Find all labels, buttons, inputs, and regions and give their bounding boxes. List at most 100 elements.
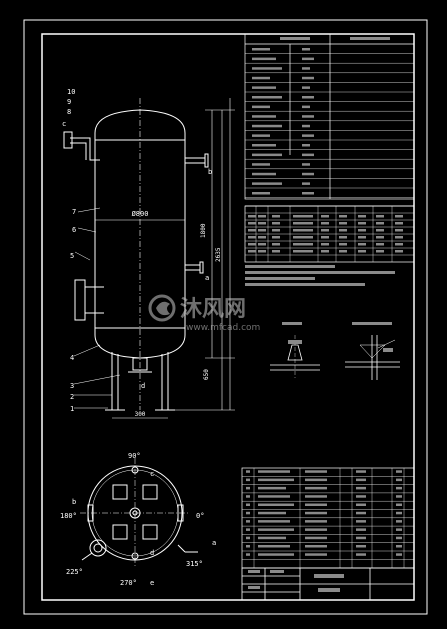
table-cell-text (258, 470, 290, 473)
table-cell-text (376, 222, 384, 225)
table-cell-text (396, 470, 402, 473)
angle-label: 0° (196, 512, 204, 520)
table-cell-text (246, 520, 250, 523)
table-cell-text (305, 553, 327, 556)
height-label-1: 1800 (200, 223, 207, 238)
table-cell-text (252, 182, 282, 185)
table-cell-text (258, 511, 286, 515)
table-cell-text (339, 250, 347, 253)
angle-label: 225° (66, 568, 83, 576)
table-cell-text (258, 243, 266, 246)
table-cell-text (258, 528, 294, 531)
angle-label: 315° (186, 560, 203, 568)
table-cell-text (248, 222, 256, 225)
table-cell-text (293, 236, 313, 239)
table-cell-text (321, 236, 329, 239)
nozzle-table (244, 205, 415, 263)
table-cell-text (272, 215, 280, 218)
nozzle-table-grid (245, 206, 414, 262)
notes-block (245, 265, 395, 286)
table-cell-text (305, 486, 327, 490)
table-cell-text (252, 115, 276, 118)
table-cell-text (258, 536, 286, 540)
table-cell-text (358, 222, 366, 225)
table-cell-text (302, 172, 314, 176)
table-cell-text (302, 144, 310, 147)
table-cell-text (293, 215, 313, 218)
table-cell-text (395, 243, 403, 246)
table-cell-text (321, 215, 329, 218)
table-cell-text (246, 495, 250, 498)
table-cell-text (358, 236, 366, 239)
table-cell-text (302, 115, 314, 118)
table-cell-text (305, 478, 327, 482)
table-cell-text (305, 536, 327, 540)
table-cell-text (356, 511, 366, 515)
table-cell-text (246, 536, 250, 540)
plan-nozzle-label: b (72, 498, 76, 506)
height-label-3: 650 (203, 369, 210, 380)
table-cell-text (252, 144, 276, 147)
table-cell-text (258, 215, 266, 218)
watermark-logo-icon (148, 294, 176, 322)
table-cell-text (272, 250, 280, 253)
design-data-table (244, 33, 415, 200)
table-cell-text (252, 153, 282, 157)
table-cell-text (302, 124, 310, 128)
title-name (314, 574, 344, 578)
table-cell-text (272, 236, 280, 239)
table-cell-text (258, 553, 294, 556)
table-cell-text (305, 511, 327, 515)
table-cell-text (376, 229, 384, 232)
table-cell-text (252, 86, 276, 89)
table-cell-text (252, 48, 270, 51)
table-cell-text (246, 470, 250, 473)
table-cell-text (356, 520, 366, 523)
part-number: 2 (70, 393, 74, 401)
parts-list-cells (246, 470, 402, 556)
table-cell-text (246, 511, 250, 515)
table-cell-text (356, 486, 366, 490)
table-cell-text (321, 229, 329, 232)
table-cell-text (246, 503, 250, 506)
table-cell-text (246, 478, 250, 482)
table-cell-text (376, 250, 384, 253)
plan-nozzle-label: d (150, 549, 154, 557)
watermark-url: www.mfcad.com (186, 323, 260, 333)
table-cell-text (252, 134, 270, 137)
table-cell-text (252, 124, 282, 128)
table-cell-text (396, 520, 402, 523)
plan-view (80, 458, 198, 568)
table-cell-text (246, 553, 250, 556)
detail-view-1 (270, 322, 320, 378)
table-cell-text (376, 236, 384, 239)
table-cell-text (321, 243, 329, 246)
table-cell-text (356, 495, 366, 498)
outer-border (23, 19, 428, 615)
table-cell-text (305, 545, 327, 548)
part-number: 9 (67, 98, 71, 106)
table-cell-text (248, 250, 256, 253)
table-cell-text (395, 215, 403, 218)
table-cell-text (252, 163, 270, 166)
table-cell-text (258, 250, 266, 253)
table-cell-text (356, 553, 366, 556)
table-cell-text (258, 503, 294, 506)
angle-label: 90° (128, 452, 141, 460)
table-cell-text (302, 134, 314, 137)
table-cell-text (252, 67, 282, 70)
table-cell-text (339, 236, 347, 239)
title-block (241, 567, 415, 601)
part-number: 4 (70, 354, 74, 362)
design-table-rows (245, 53, 414, 198)
table-cell-text (258, 495, 290, 498)
plan-nozzle-label: c (150, 470, 154, 478)
table-cell-text (302, 57, 314, 61)
table-cell-text (305, 520, 327, 523)
table-cell-text (395, 222, 403, 225)
watermark-brand: 沐风网 (180, 297, 246, 322)
table-cell-text (258, 520, 290, 523)
table-cell-text (356, 503, 366, 506)
parts-list-grid (242, 468, 414, 568)
nozzle-label-c: c (62, 120, 66, 128)
